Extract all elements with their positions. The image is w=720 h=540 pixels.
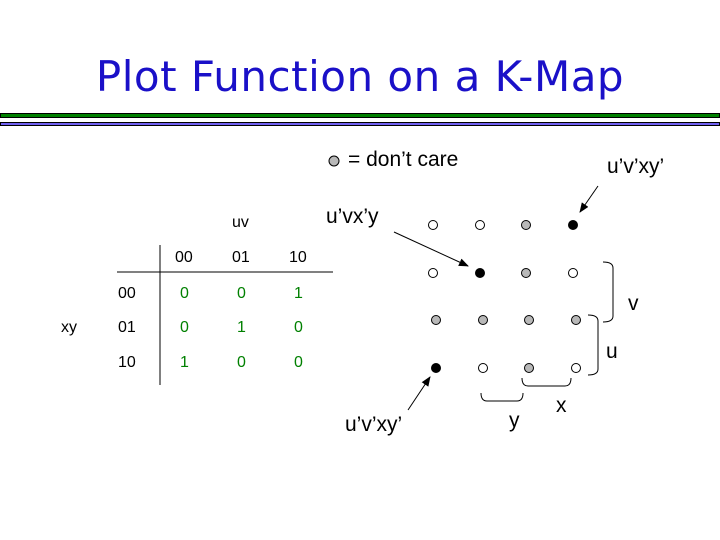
- arrow: [407, 376, 431, 411]
- cell: 1: [180, 354, 189, 371]
- row-header: 10: [118, 354, 136, 371]
- v-brace: [602, 261, 614, 323]
- col-var-label: uv: [232, 214, 249, 231]
- annotation-mid-left: u’vx’y: [326, 205, 379, 228]
- u-brace: [587, 314, 599, 376]
- cell: 0: [294, 354, 303, 371]
- cell: 1: [294, 285, 303, 302]
- dot-black: [475, 268, 485, 278]
- dot-gray: [524, 315, 534, 325]
- col-header: 10: [289, 249, 307, 266]
- cell: 0: [294, 319, 303, 336]
- x-brace: [521, 377, 572, 387]
- label-u: u: [606, 340, 618, 363]
- dot-white: [475, 220, 485, 230]
- legend-dot: [328, 155, 340, 167]
- dot-white: [571, 363, 581, 373]
- legend-text: = don’t care: [348, 148, 459, 171]
- dot-gray: [521, 268, 531, 278]
- cell: 0: [180, 319, 189, 336]
- dot-black: [431, 363, 441, 373]
- dot-gray: [521, 220, 531, 230]
- cell: 1: [237, 319, 246, 336]
- annotation-top-right: u’v’xy’: [607, 155, 665, 178]
- arrow: [579, 185, 599, 213]
- annotation-bottom-left: u’v’xy’: [345, 413, 403, 436]
- dot-gray: [524, 363, 534, 373]
- row-var-label: xy: [61, 319, 77, 336]
- dot-white: [428, 268, 438, 278]
- row-header: 01: [118, 319, 136, 336]
- dot-gray: [571, 315, 581, 325]
- label-x: x: [556, 394, 567, 417]
- dot-gray: [478, 315, 488, 325]
- row-header: 00: [118, 285, 136, 302]
- cell: 0: [237, 354, 246, 371]
- y-brace: [480, 392, 524, 402]
- label-y: y: [509, 409, 520, 432]
- slide-title: Plot Function on a K-Map: [95, 52, 625, 101]
- cell: 0: [237, 285, 246, 302]
- dot-white: [568, 268, 578, 278]
- dot-gray: [431, 315, 441, 325]
- cell: 0: [180, 285, 189, 302]
- col-header: 01: [232, 249, 250, 266]
- col-header: 00: [175, 249, 193, 266]
- label-v: v: [628, 292, 639, 315]
- arrow: [393, 231, 469, 267]
- dot-white: [478, 363, 488, 373]
- dot-white: [428, 220, 438, 230]
- dot-black: [568, 220, 578, 230]
